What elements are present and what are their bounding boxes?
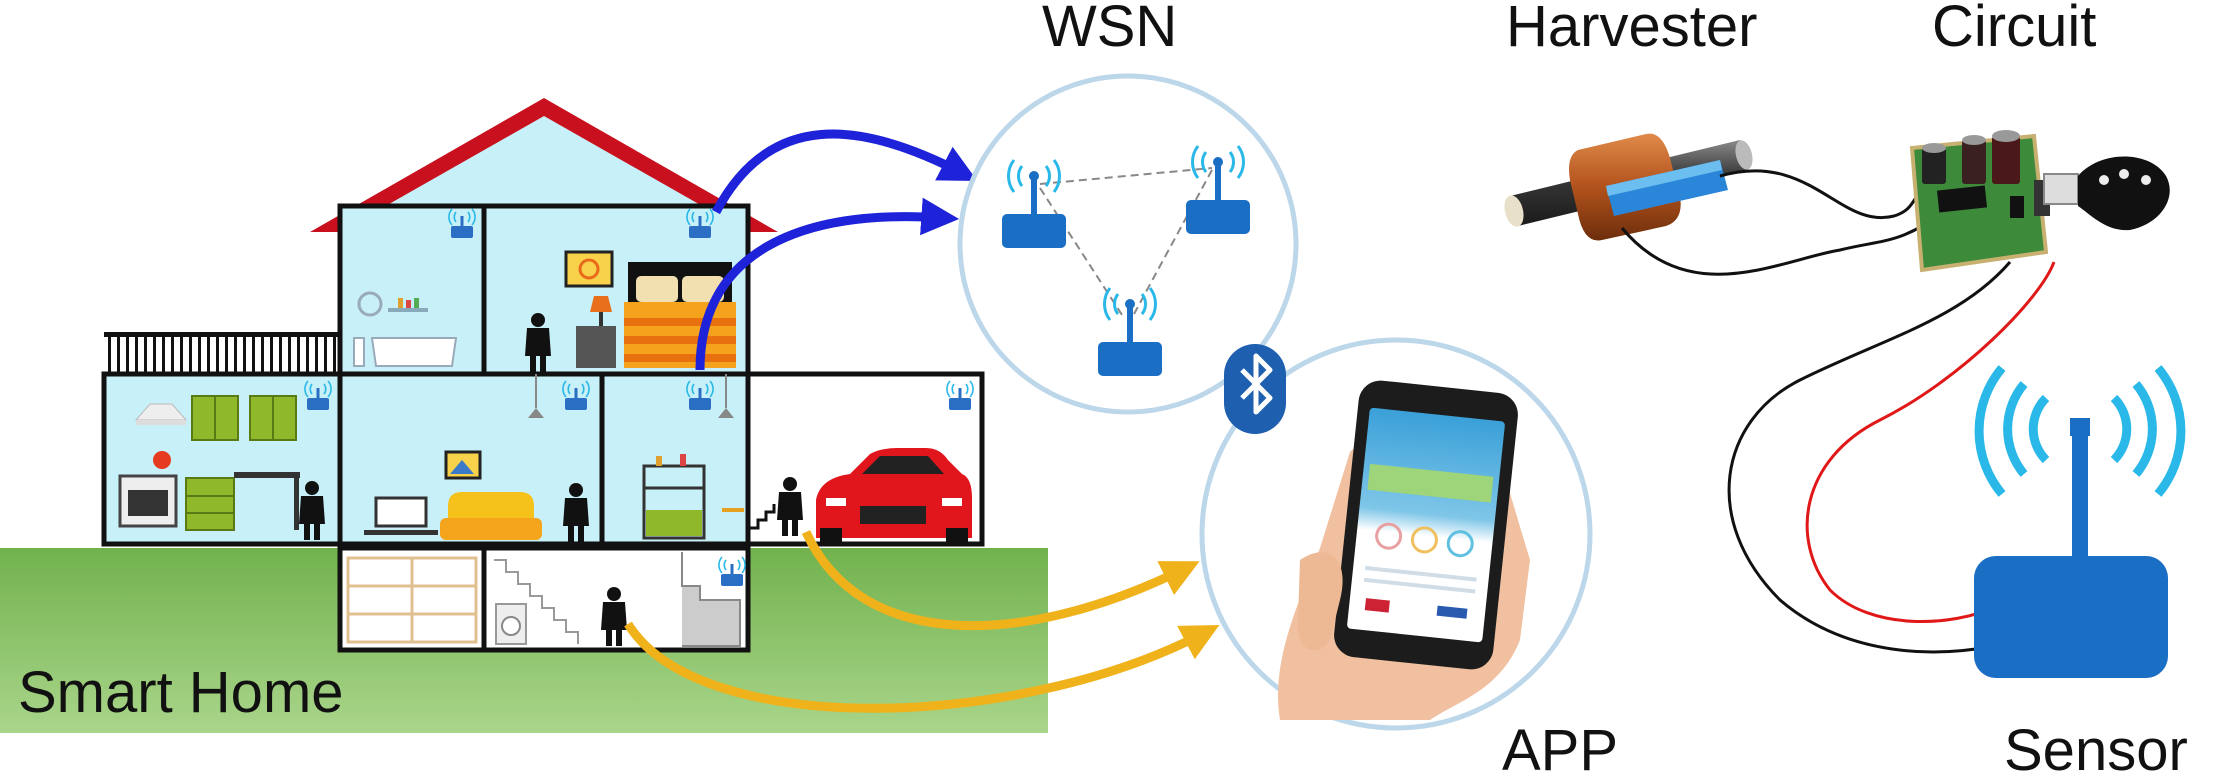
label-app: APP <box>1502 718 1618 777</box>
fence-bar <box>333 336 336 374</box>
bathtub <box>370 337 458 367</box>
garage-steps <box>748 504 776 530</box>
nightstand <box>576 326 616 368</box>
balcony-fence <box>104 332 340 374</box>
fence-bar <box>270 336 273 374</box>
water-heater <box>681 552 741 647</box>
smart-home-illustration <box>0 98 1048 733</box>
fence-bar <box>261 336 264 374</box>
energy-harvester <box>1504 133 1753 241</box>
fence-bar <box>297 336 300 374</box>
wire-sensor-black <box>1727 261 2019 654</box>
fence-bar <box>288 336 291 374</box>
wireless-sensor-icon <box>1974 365 2186 678</box>
fence-bar <box>243 336 246 374</box>
arrow-bedroom-to-wsn <box>712 129 978 215</box>
fence-bar <box>207 336 210 374</box>
bluetooth-icon <box>1224 344 1286 434</box>
wsn-network <box>957 73 1299 415</box>
app-section <box>1199 337 1593 731</box>
capacitors <box>1922 130 2020 184</box>
wsn-link-top <box>1039 167 1213 185</box>
label-sensor: Sensor <box>2004 718 2188 777</box>
battery-holder <box>2078 156 2170 231</box>
car <box>816 448 972 542</box>
fence-bar <box>135 336 138 374</box>
stairs <box>494 559 579 644</box>
fence-bar <box>225 336 228 374</box>
fence-bar <box>315 336 318 374</box>
label-circuit: Circuit <box>1932 0 2096 59</box>
mirror <box>357 291 383 317</box>
fence-bar <box>162 336 165 374</box>
wall-picture <box>564 250 614 288</box>
fence-bar <box>216 336 219 374</box>
wire-harvester-bottom <box>1620 212 1941 276</box>
fence-bar <box>252 336 255 374</box>
label-wsn: WSN <box>1042 0 1177 59</box>
bookshelf <box>642 464 706 540</box>
fence-bar <box>324 336 327 374</box>
arrow-study-to-wsn <box>695 197 960 371</box>
fence-bar <box>108 336 111 374</box>
fence-bar <box>306 336 309 374</box>
fence-bar <box>117 336 120 374</box>
arrow-garage-to-app <box>801 530 1200 631</box>
kitchen-drawers <box>185 477 235 531</box>
pantry-shelves <box>346 556 478 644</box>
smartphone-hand-icon <box>1278 380 1530 720</box>
fence-bar <box>234 336 237 374</box>
label-smart-home: Smart Home <box>18 660 344 725</box>
fence-bar <box>144 336 147 374</box>
fence-bar <box>279 336 282 374</box>
fence-bar <box>171 336 174 374</box>
wsn-circle <box>957 73 1299 415</box>
fence-bar <box>180 336 183 374</box>
circuit-board <box>1909 130 2170 273</box>
fence-bar <box>126 336 129 374</box>
label-harvester: Harvester <box>1506 0 1757 59</box>
tv <box>374 496 428 528</box>
wire-sensor-red <box>1805 261 2056 624</box>
fence-bar <box>189 336 192 374</box>
fence-bar <box>153 336 156 374</box>
arrow-basement-to-app <box>624 621 1220 713</box>
wire-harvester-top <box>1719 169 1941 220</box>
bed <box>624 262 736 368</box>
fence-bar <box>198 336 201 374</box>
wsn-link-right <box>1133 169 1213 315</box>
